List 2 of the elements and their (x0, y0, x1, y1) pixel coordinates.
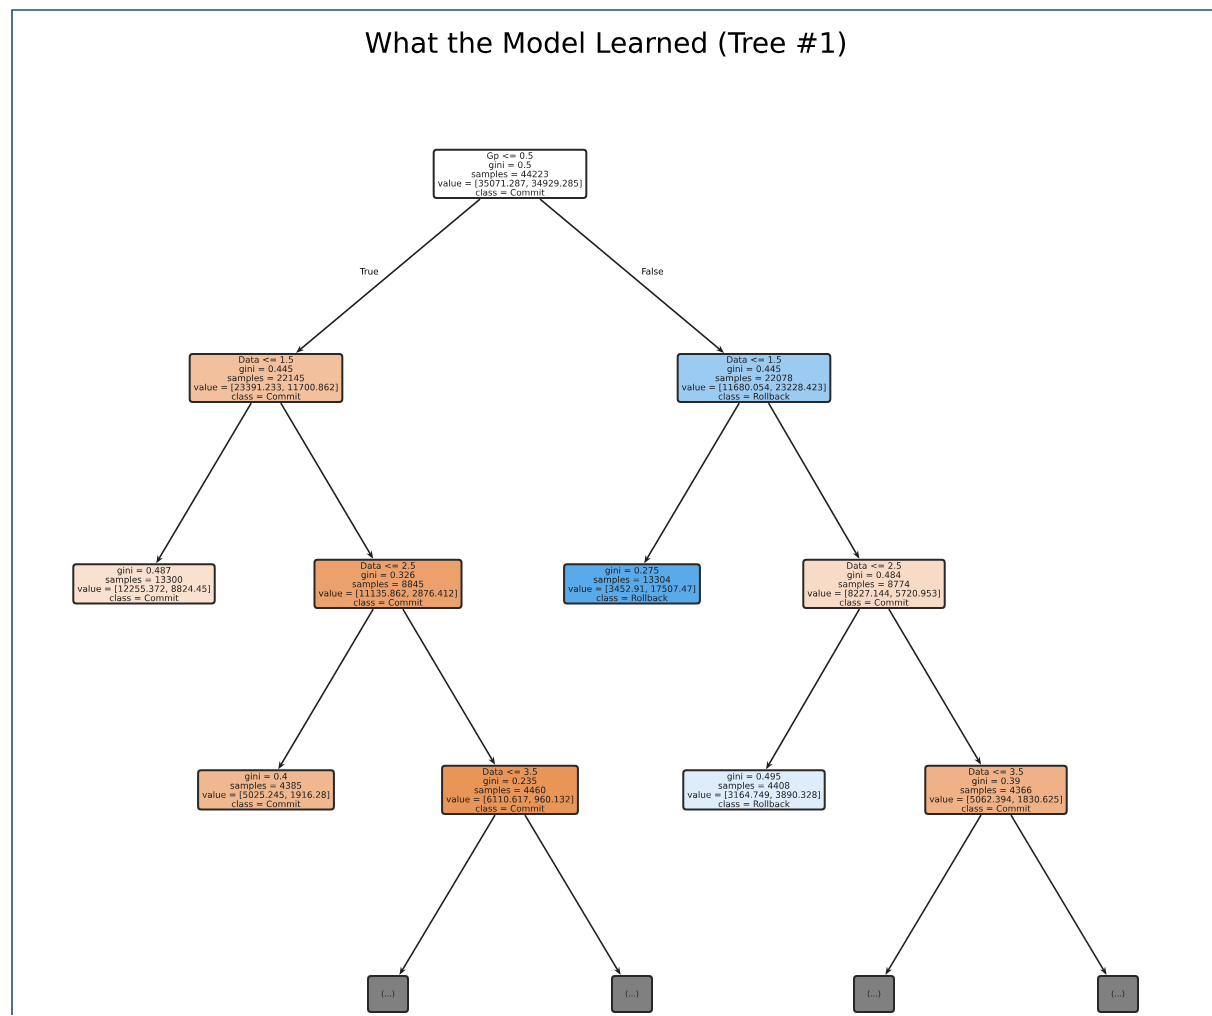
title: What the Model Learned (Tree #1) (365, 31, 845, 57)
arrow (296, 198, 481, 353)
